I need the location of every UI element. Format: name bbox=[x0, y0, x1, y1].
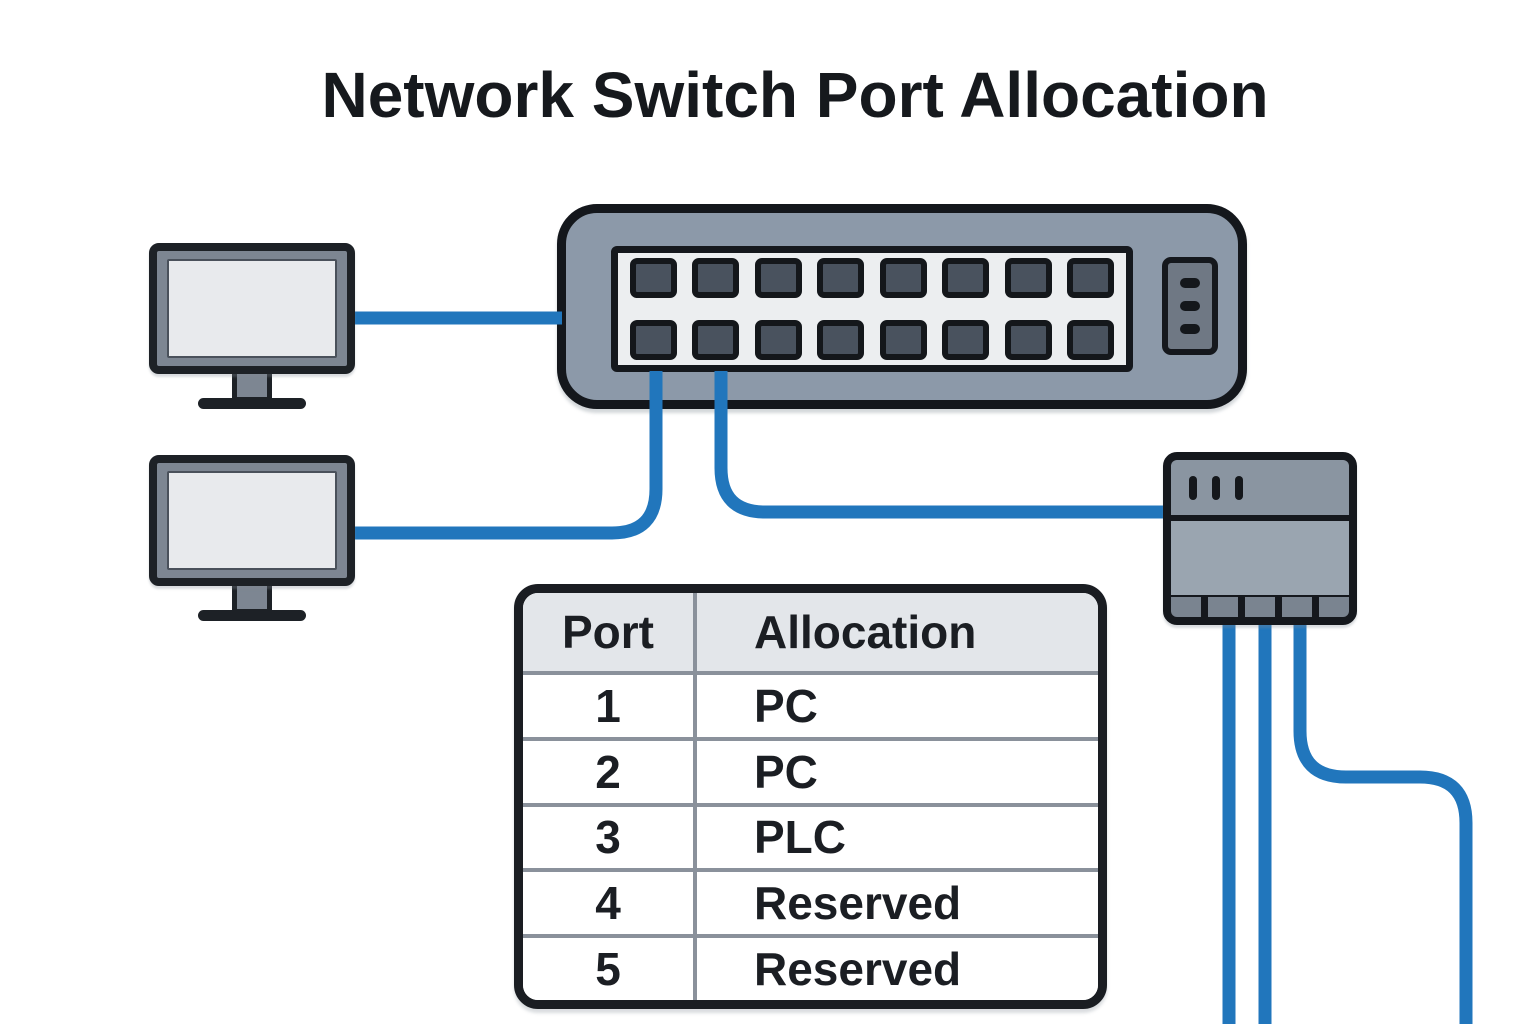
plc-port-1 bbox=[1171, 597, 1201, 617]
switch-led-panel bbox=[1162, 257, 1218, 355]
switch-port-16 bbox=[1066, 320, 1114, 360]
plc-port-row bbox=[1171, 595, 1349, 617]
monitor-screen bbox=[167, 259, 337, 358]
switch-port-row-2 bbox=[630, 320, 1114, 360]
switch-port-1 bbox=[630, 258, 677, 298]
switch-port-4 bbox=[817, 258, 865, 298]
plc-device bbox=[1163, 452, 1357, 625]
plc-divider bbox=[1171, 515, 1349, 521]
allocation-cell: Reserved bbox=[754, 877, 962, 930]
plc-led-slot-1 bbox=[1189, 475, 1197, 500]
switch-port-15 bbox=[1004, 320, 1052, 360]
switch-port-row-1 bbox=[630, 258, 1114, 298]
switch-port-grid bbox=[611, 246, 1133, 372]
table-row-port-2: 2 PC bbox=[523, 736, 1098, 803]
switch-port-2 bbox=[692, 258, 740, 298]
monitor-stand-base bbox=[198, 610, 306, 621]
plc-port-4 bbox=[1282, 597, 1312, 617]
switch-port-5 bbox=[879, 258, 927, 298]
plc-port-2 bbox=[1208, 597, 1238, 617]
allocation-cell: PC bbox=[754, 745, 818, 798]
switch-port-13 bbox=[879, 320, 927, 360]
plc-led-slot-3 bbox=[1235, 475, 1243, 500]
monitor-screen bbox=[167, 471, 337, 570]
pc-monitor-1 bbox=[149, 243, 355, 409]
switch-port-12 bbox=[817, 320, 865, 360]
port-cell: 2 bbox=[523, 740, 697, 803]
port-cell: 1 bbox=[523, 675, 697, 737]
switch-port-14 bbox=[942, 320, 990, 360]
table-row-port-5: 5 Reserved bbox=[523, 934, 1098, 1000]
table-header-allocation: Allocation bbox=[754, 606, 977, 658]
plc-led-slot-2 bbox=[1212, 475, 1220, 500]
monitor-stand-base bbox=[198, 398, 306, 409]
port-cell: 3 bbox=[523, 806, 697, 869]
switch-led-slot-3 bbox=[1180, 324, 1200, 334]
switch-port-6 bbox=[942, 258, 990, 298]
plc-port-3 bbox=[1245, 597, 1275, 617]
plc-port-5 bbox=[1319, 597, 1349, 617]
allocation-cell: PLC bbox=[754, 811, 846, 864]
table-row-port-3: 3 PLC bbox=[523, 802, 1098, 869]
monitor-frame bbox=[149, 455, 355, 586]
table-header-port: Port bbox=[523, 593, 697, 671]
plc-faceplate bbox=[1171, 521, 1349, 595]
switch-led-slot-2 bbox=[1180, 301, 1200, 311]
table-header-row: Port Allocation bbox=[523, 593, 1098, 671]
switch-port-9 bbox=[630, 320, 677, 360]
monitor-frame bbox=[149, 243, 355, 374]
pc-monitor-2 bbox=[149, 455, 355, 621]
plc-led-panel bbox=[1171, 460, 1349, 515]
switch-port-11 bbox=[754, 320, 802, 360]
allocation-cell: Reserved bbox=[754, 943, 962, 996]
port-cell: 4 bbox=[523, 872, 697, 935]
table-row-port-4: 4 Reserved bbox=[523, 868, 1098, 935]
table-row-port-1: 1 PC bbox=[523, 671, 1098, 737]
cable-plc-out-3 bbox=[1293, 618, 1473, 1024]
diagram-title: Network Switch Port Allocation bbox=[321, 59, 1269, 131]
cable-switch-port2-to-plc bbox=[714, 371, 1168, 519]
switch-port-7 bbox=[1004, 258, 1052, 298]
port-cell: 5 bbox=[523, 938, 697, 1000]
switch-port-3 bbox=[754, 258, 802, 298]
switch-led-slot-1 bbox=[1180, 278, 1200, 288]
allocation-cell: PC bbox=[754, 679, 818, 732]
switch-port-10 bbox=[692, 320, 740, 360]
cable-switch-port1-to-pc2 bbox=[352, 371, 663, 540]
switch-port-8 bbox=[1066, 258, 1114, 298]
